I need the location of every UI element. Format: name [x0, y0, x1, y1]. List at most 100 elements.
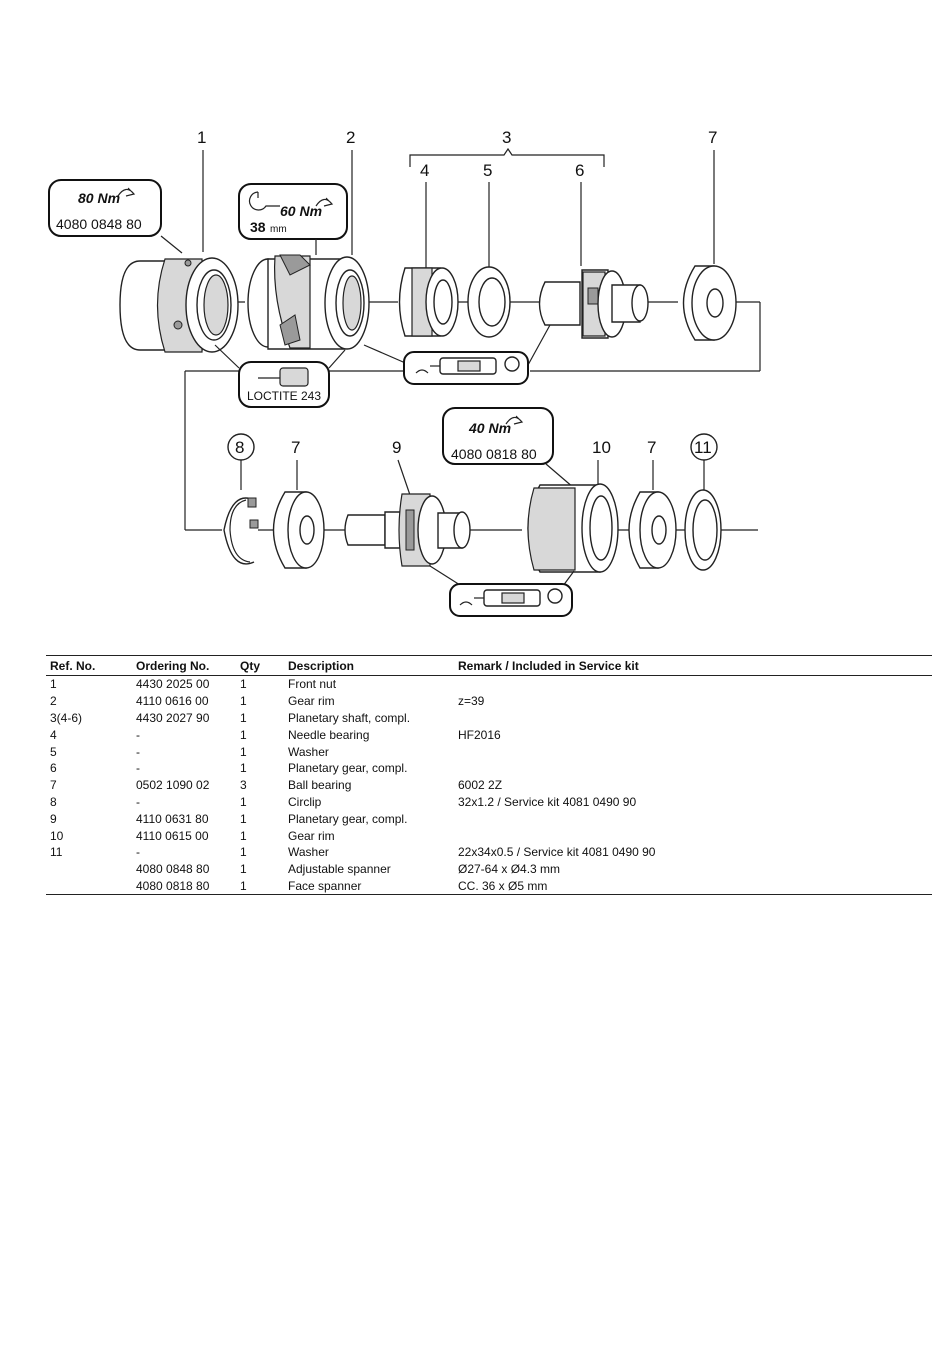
callout-2: 2	[346, 128, 355, 147]
cell-description: Gear rim	[288, 828, 335, 843]
part-7-ball-bearing-lower-right	[628, 491, 677, 569]
table-row: 10 4110 0615 00 1 Gear rim	[46, 827, 932, 844]
cell-remark: CC. 36 x Ø5 mm	[454, 877, 932, 896]
torque-box-80nm: 80 Nm 4080 0848 80	[48, 179, 183, 254]
cell-description: Adjustable spanner	[288, 862, 391, 877]
callout-5: 5	[483, 161, 492, 180]
cell-ref: 11	[50, 845, 63, 860]
rotation-arrow-icon	[315, 197, 334, 207]
grease-gun-icon	[415, 356, 520, 375]
cell-ref: 6	[50, 761, 57, 776]
table-row: 1 4430 2025 00 1 Front nut	[46, 676, 932, 693]
cell-description: Washer	[288, 845, 329, 860]
callout-8: 8	[235, 438, 244, 457]
header-ref-no: Ref. No.	[46, 655, 132, 676]
callout-10: 10	[592, 438, 611, 457]
cell-ordering: -	[136, 845, 140, 860]
callout-7-lower-right: 7	[647, 438, 656, 457]
cell-ref	[46, 877, 132, 896]
cell-ref: 1	[50, 677, 57, 692]
loctite-bottle-icon	[279, 367, 309, 387]
group-bracket	[409, 147, 605, 167]
torque-value-60: 60 Nm	[280, 203, 322, 219]
cell-qty: 1	[240, 677, 247, 692]
cell-ordering: 4430 2027 90	[136, 710, 210, 725]
header-description: Description	[284, 655, 454, 676]
cell-ordering: 0502 1090 02	[136, 778, 210, 793]
part-4-needle-bearing	[398, 267, 459, 337]
cell-ref	[46, 861, 132, 878]
cell-remark: HF2016	[458, 727, 501, 742]
header-ordering-no: Ordering No.	[132, 655, 236, 676]
cell-description: Gear rim	[288, 694, 335, 709]
rotation-arrow-icon	[505, 415, 524, 425]
cell-description: Planetary shaft, compl.	[288, 710, 411, 725]
callout-3: 3	[502, 128, 511, 147]
torque-value-40: 40 Nm	[468, 420, 511, 436]
wrench-icon	[248, 191, 280, 211]
cell-qty: 1	[240, 794, 247, 809]
table-header-row: Ref. No. Ordering No. Qty Description Re…	[46, 655, 932, 676]
cell-qty: 1	[240, 845, 247, 860]
cell-remark	[454, 743, 932, 760]
part-11-washer	[684, 489, 722, 571]
spanner-ordering-no: 4080 0848 80	[56, 216, 142, 232]
callout-4: 4	[420, 161, 429, 180]
cell-ref: 2	[50, 694, 57, 709]
cell-qty: 3	[240, 778, 247, 793]
cell-remark: Ø27-64 x Ø4.3 mm	[458, 862, 561, 877]
grease-gun-icon	[459, 588, 563, 607]
cell-qty: 1	[240, 710, 247, 725]
cell-description: Planetary gear, compl.	[288, 811, 408, 826]
spanner-ordering-no-2: 4080 0818 80	[451, 446, 537, 462]
cell-qty: 1	[240, 761, 247, 776]
cell-description: Front nut	[288, 677, 337, 692]
loctite-label: LOCTITE 243	[247, 389, 321, 403]
cell-ordering: -	[136, 761, 140, 776]
cell-remark	[454, 710, 932, 727]
cell-ordering: 4110 0616 00	[136, 694, 209, 709]
cell-ref: 7	[50, 778, 57, 793]
grease-box-lower	[449, 583, 573, 617]
cell-qty: 1	[240, 862, 247, 877]
callout-6: 6	[575, 161, 584, 180]
cell-description: Face spanner	[284, 877, 454, 896]
cell-description: Needle bearing	[288, 727, 370, 742]
cell-ref: 8	[50, 794, 57, 809]
table-row: 11 - 1 Washer 22x34x0.5 / Service kit 4081 0…	[46, 844, 932, 861]
cell-ordering: 4080 0848 80	[136, 862, 210, 877]
cell-ordering: 4110 0631 80	[136, 811, 209, 826]
cell-ref: 10	[50, 828, 64, 843]
cell-qty: 1	[240, 727, 247, 742]
cell-remark	[454, 827, 932, 844]
cell-ordering: 4110 0615 00	[136, 828, 209, 843]
part-9-planetary-gear	[344, 493, 471, 586]
torque-box-60nm: 60 Nm 38 mm	[238, 183, 348, 255]
cell-remark	[454, 810, 932, 827]
header-qty: Qty	[236, 655, 284, 676]
header-remark: Remark / Included in Service kit	[454, 655, 932, 676]
cell-description: Circlip	[288, 794, 322, 809]
grease-box-top	[403, 351, 529, 385]
torque-box-40nm: 40 Nm 4080 0818 80	[442, 407, 575, 489]
part-7-ball-bearing-lower-left	[272, 491, 325, 569]
cell-remark: 22x34x0.5 / Service kit 4081 0490 90	[458, 845, 656, 860]
part-6-planetary-gear	[527, 269, 649, 366]
cell-remark	[454, 760, 932, 777]
cell-description: Ball bearing	[288, 778, 352, 793]
cell-ordering: -	[136, 744, 140, 759]
cell-ref: 4	[50, 727, 57, 742]
callout-9: 9	[392, 438, 401, 457]
cell-ordering: 4430 2025 00	[136, 677, 210, 692]
cell-qty: 1	[240, 828, 247, 843]
wrench-size: 38	[250, 219, 266, 235]
part-10-gear-rim	[527, 483, 619, 591]
